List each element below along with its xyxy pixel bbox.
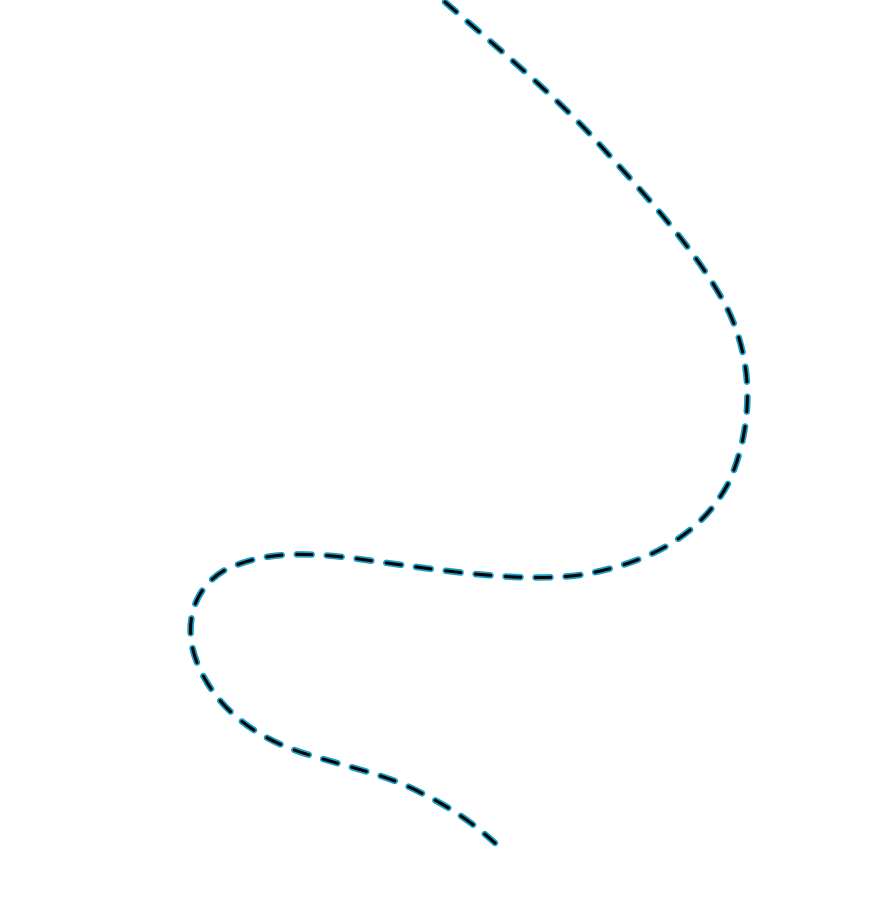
dashed-curve-line <box>189 0 749 845</box>
dashed-curve <box>187 0 751 847</box>
dashed-curve-outline <box>187 0 751 847</box>
